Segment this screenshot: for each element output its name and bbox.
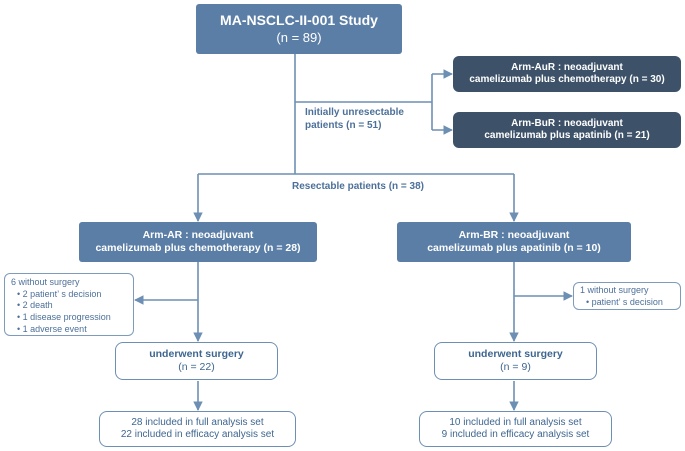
right-exclusion-item: • patient’ s decision [586, 296, 663, 307]
right-analysis-box: 10 included in full analysis set 9 inclu… [419, 411, 612, 447]
unresectable-label: Initially unresectable patients (n = 51) [305, 107, 404, 131]
left-exclusion-note: 6 without surgery • 2 patient’ s decisio… [4, 273, 134, 336]
arm-ar-box: Arm-AR : neoadjuvant camelizumab plus ch… [79, 222, 317, 262]
right-surgery-box: underwent surgery (n = 9) [434, 342, 597, 380]
resectable-label: Resectable patients (n = 38) [292, 181, 424, 192]
left-exclusion-item: • 2 patient’ s decision [17, 288, 102, 299]
study-n: (n = 89) [276, 29, 322, 45]
arm-aur-box: Arm-AuR : neoadjuvant camelizumab plus c… [453, 56, 681, 92]
arm-br-box: Arm-BR : neoadjuvant camelizumab plus ap… [397, 222, 631, 262]
left-exclusion-item: • 2 death [17, 300, 53, 311]
left-exclusion-item: • 1 adverse event [17, 323, 87, 334]
left-surgery-box: underwent surgery (n = 22) [115, 342, 278, 380]
study-title: MA-NSCLC-II-001 Study [220, 12, 378, 29]
left-analysis-box: 28 included in full analysis set 22 incl… [99, 411, 296, 447]
right-exclusion-note: 1 without surgery • patient’ s decision [573, 282, 681, 310]
right-exclusion-head: 1 without surgery [580, 285, 649, 295]
left-exclusion-head: 6 without surgery [11, 277, 80, 287]
left-exclusion-item: • 1 disease progression [17, 312, 111, 323]
study-box: MA-NSCLC-II-001 Study (n = 89) [196, 4, 402, 54]
arm-bur-box: Arm-BuR : neoadjuvant camelizumab plus a… [453, 112, 681, 148]
